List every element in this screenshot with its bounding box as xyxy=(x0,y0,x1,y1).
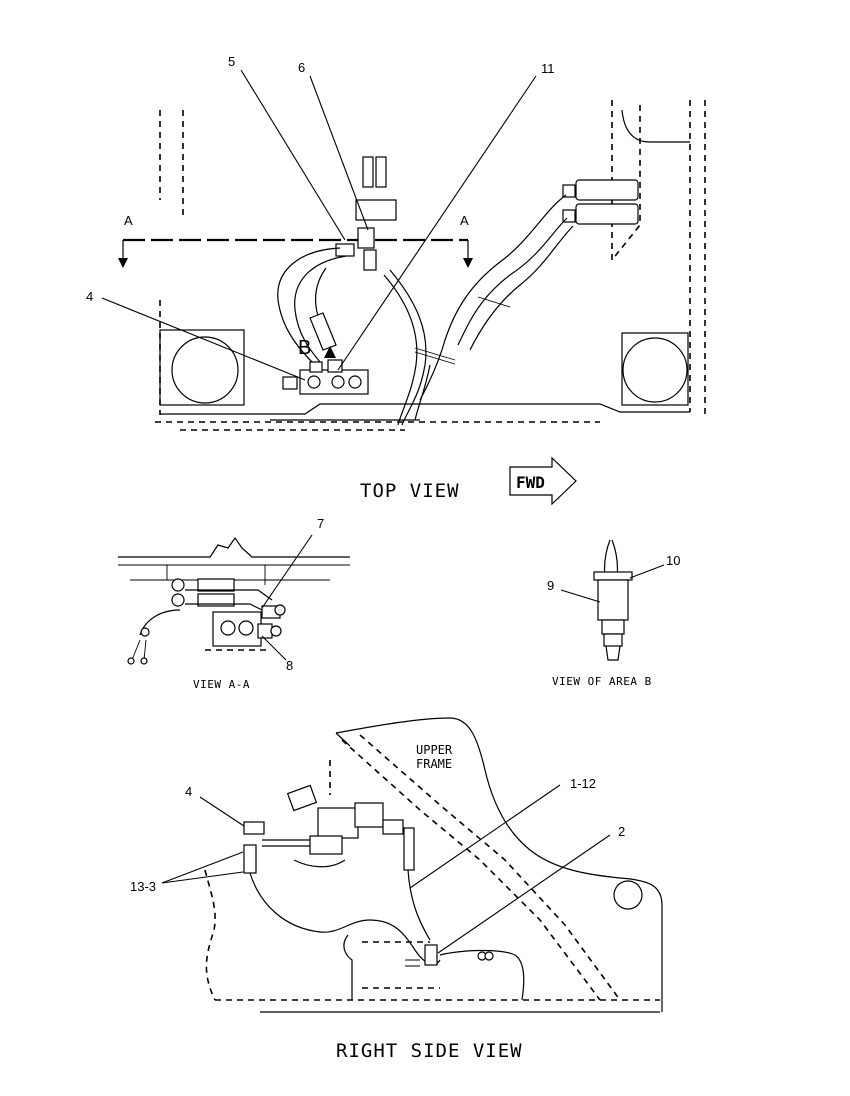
callout-4-side: 4 xyxy=(185,784,192,799)
view-area-b-caption: VIEW OF AREA B xyxy=(552,675,652,688)
callout-1-12: 1-12 xyxy=(570,776,596,791)
callout-6: 6 xyxy=(298,60,305,75)
upper-frame-label-1: UPPER xyxy=(416,743,453,757)
top-view-caption: TOP VIEW xyxy=(360,480,460,502)
callout-9: 9 xyxy=(547,578,554,593)
right-side-view: UPPER FRAME 1-12 4 2 13-3 xyxy=(130,717,663,1062)
callout-7: 7 xyxy=(317,516,324,531)
callout-5: 5 xyxy=(228,54,235,69)
callout-11: 11 xyxy=(541,61,555,76)
callout-13-3: 13-3 xyxy=(130,879,156,894)
right-side-view-caption: RIGHT SIDE VIEW xyxy=(336,1040,523,1062)
view-a-a: 7 8 VIEW A-A xyxy=(118,516,350,691)
upper-frame-label-2: FRAME xyxy=(416,757,452,771)
callout-2: 2 xyxy=(618,824,625,839)
callout-4-top: 4 xyxy=(86,289,93,304)
section-mark-right: A xyxy=(460,213,469,228)
view-area-b: 10 9 VIEW OF AREA B xyxy=(547,539,680,688)
callout-10: 10 xyxy=(666,553,680,568)
callout-8: 8 xyxy=(286,658,293,673)
top-view: A A B xyxy=(86,54,706,506)
section-mark-left: A xyxy=(124,213,133,228)
view-aa-caption: VIEW A-A xyxy=(193,678,250,691)
fwd-label: FWD xyxy=(516,473,545,492)
detail-mark-b: B xyxy=(298,337,311,359)
